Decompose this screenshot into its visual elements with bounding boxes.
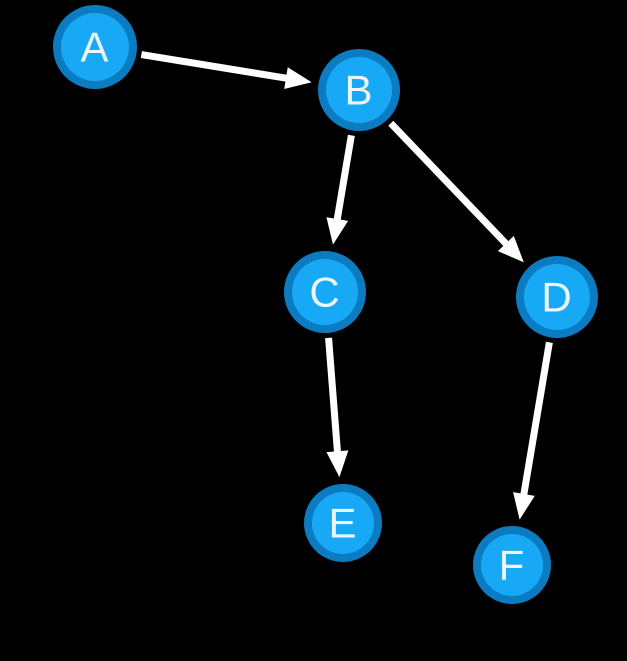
graph-node-d[interactable]: D [516, 256, 598, 338]
node-inner-circle [481, 534, 543, 596]
edge-line [388, 120, 510, 248]
node-inner-circle [326, 57, 392, 123]
arrowhead-icon [513, 492, 535, 520]
node-inner-circle [61, 13, 129, 81]
graph-node-b[interactable]: B [318, 49, 400, 131]
edge-line [140, 51, 289, 82]
arrowhead-icon [326, 450, 349, 478]
edge-line [333, 134, 355, 222]
graph-node-e[interactable]: E [304, 484, 382, 562]
graph-node-c[interactable]: C [284, 251, 366, 333]
node-inner-circle [292, 259, 358, 325]
arrowhead-icon [284, 67, 312, 89]
graph-edge-b-c [326, 134, 355, 245]
graph-edge-a-b [140, 51, 312, 89]
edge-line [520, 341, 553, 497]
arrowhead-icon [497, 235, 524, 263]
graph-node-f[interactable]: F [473, 526, 551, 604]
node-inner-circle [312, 492, 374, 554]
graph-node-a[interactable]: A [53, 5, 137, 89]
edge-line [325, 337, 342, 454]
node-inner-circle [524, 264, 590, 330]
graph-edge-b-d [388, 120, 524, 263]
graph-edge-c-e [325, 337, 349, 478]
arrowhead-icon [326, 217, 349, 245]
graph-edge-d-f [513, 341, 553, 520]
